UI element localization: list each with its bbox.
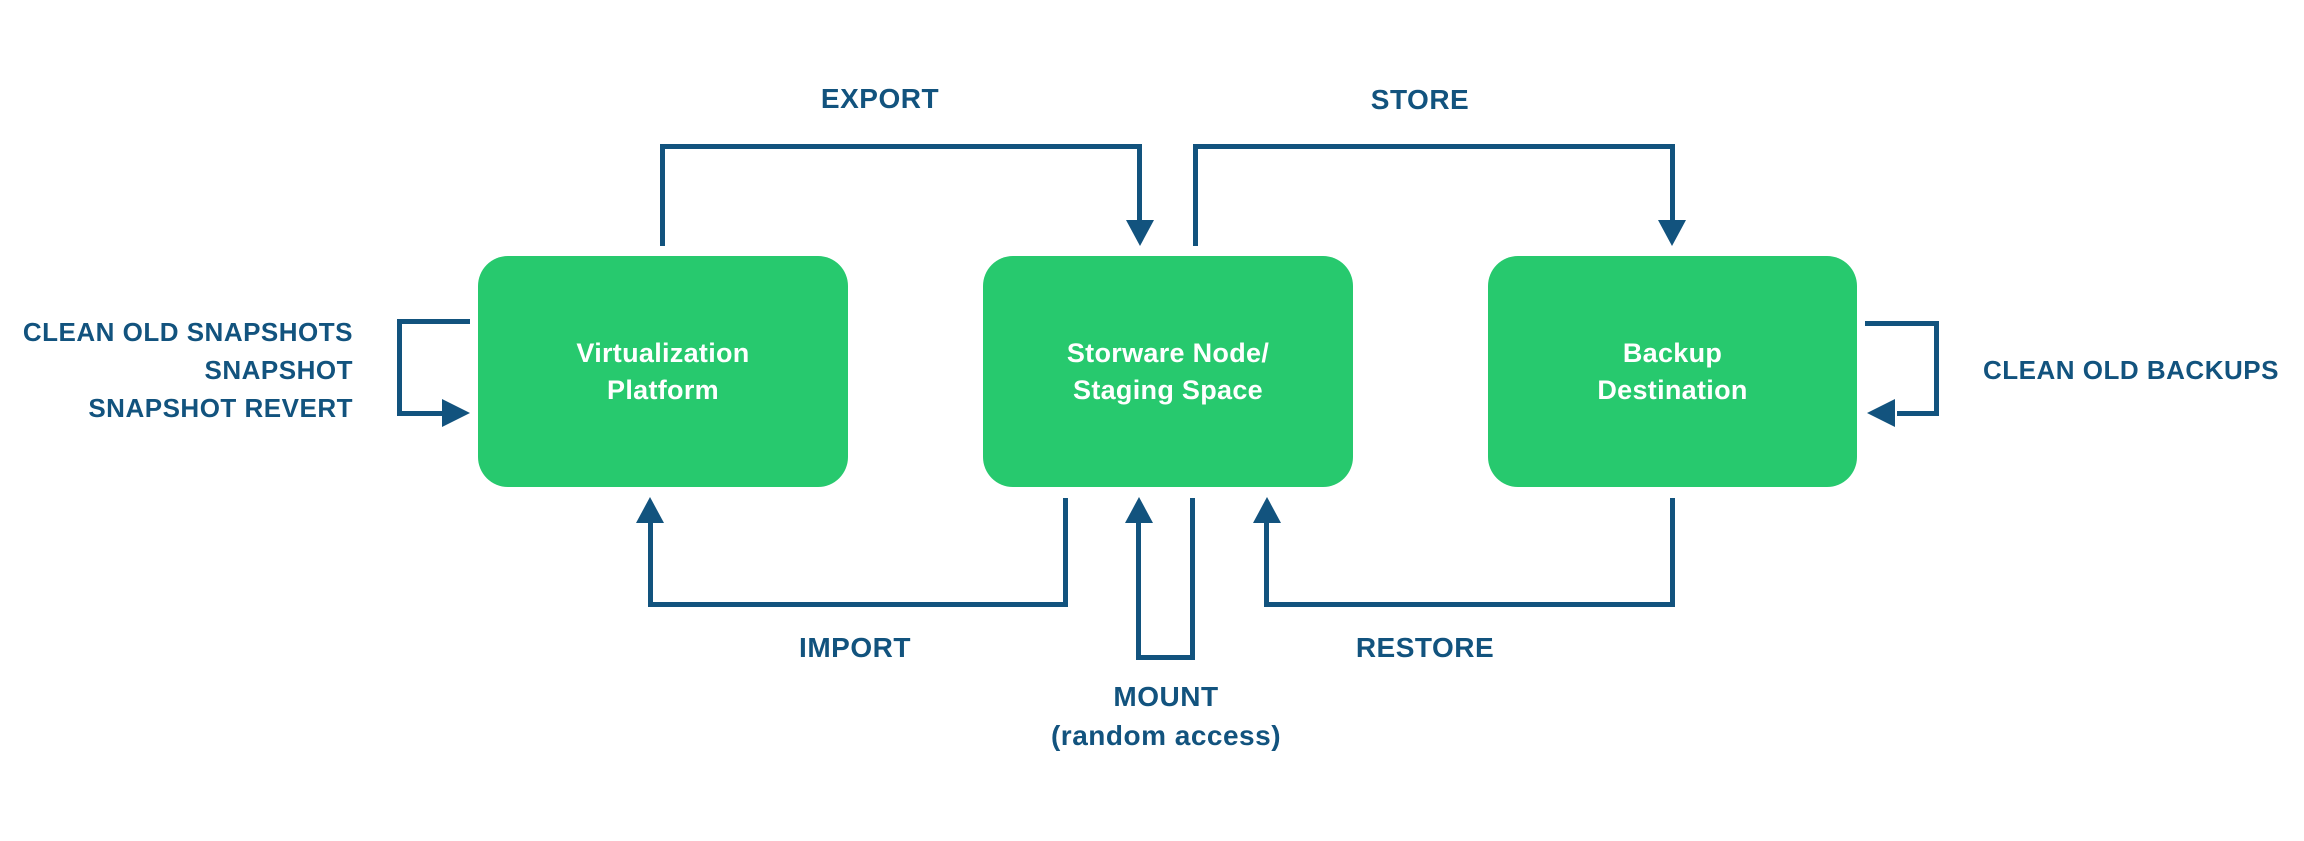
mount-arrow-segment [1190, 498, 1195, 660]
mount-detail-label: (random access) [1050, 720, 1282, 751]
restore-label: RESTORE [1355, 632, 1495, 663]
store-arrow-segment [1670, 144, 1675, 220]
node-storware-node-staging-space: Storware Node/ Staging Space [983, 256, 1353, 487]
import-label: IMPORT [799, 632, 911, 663]
import-arrow-segment [648, 602, 1068, 607]
mount-arrow-segment [1136, 655, 1195, 660]
mount-arrowhead-icon [1125, 497, 1153, 523]
snapshot-loop-segment [397, 319, 470, 324]
node-label-line: Staging Space [1073, 374, 1263, 405]
node-virtualization-platform: Virtualization Platform [478, 256, 848, 487]
backup-cleanup-loop-segment [1934, 321, 1939, 416]
export-arrow-segment [660, 144, 665, 246]
export-arrowhead-icon [1126, 220, 1154, 246]
snapshot-operation: SNAPSHOT [204, 355, 353, 385]
import-arrow-segment [1063, 498, 1068, 607]
clean-old-backups-label: CLEAN OLD BACKUPS [1983, 355, 2279, 385]
node-label-line: Virtualization [576, 337, 750, 368]
export-arrow-segment [1137, 144, 1142, 220]
store-arrowhead-icon [1658, 220, 1686, 246]
backup-cleanup-loop-segment [1897, 411, 1939, 416]
export-label: EXPORT [820, 83, 940, 114]
store-arrow-segment [1193, 144, 1198, 246]
store-label: STORE [1370, 84, 1470, 115]
node-label-line: Destination [1597, 374, 1748, 405]
snapshot-operation: SNAPSHOT REVERT [88, 393, 353, 423]
mount-label: MOUNT [1113, 681, 1219, 712]
node-label-line: Storware Node/ [1066, 337, 1270, 368]
restore-arrow-segment [1264, 521, 1269, 607]
restore-arrow-segment [1264, 602, 1675, 607]
backup-cleanup-loop-segment [1865, 321, 1939, 326]
mount-arrow-segment [1136, 521, 1141, 660]
import-arrowhead-icon [636, 497, 664, 523]
node-backup-destination: Backup Destination [1488, 256, 1857, 487]
backup-cleanup-arrowhead-icon [1867, 399, 1895, 427]
restore-arrowhead-icon [1253, 497, 1281, 523]
snapshot-loop-arrowhead-icon [442, 399, 470, 427]
import-arrow-segment [648, 521, 653, 607]
snapshot-loop-segment [397, 411, 442, 416]
snapshot-operation: CLEAN OLD SNAPSHOTS [22, 317, 353, 347]
node-label-line: Platform [607, 374, 719, 405]
snapshot-loop-segment [397, 319, 402, 416]
export-arrow-segment [660, 144, 1142, 149]
node-label-line: Backup [1622, 337, 1723, 368]
store-arrow-segment [1193, 144, 1675, 149]
restore-arrow-segment [1670, 498, 1675, 607]
snapshot-operations-label: CLEAN OLD SNAPSHOTS SNAPSHOT SNAPSHOT RE… [0, 313, 353, 427]
